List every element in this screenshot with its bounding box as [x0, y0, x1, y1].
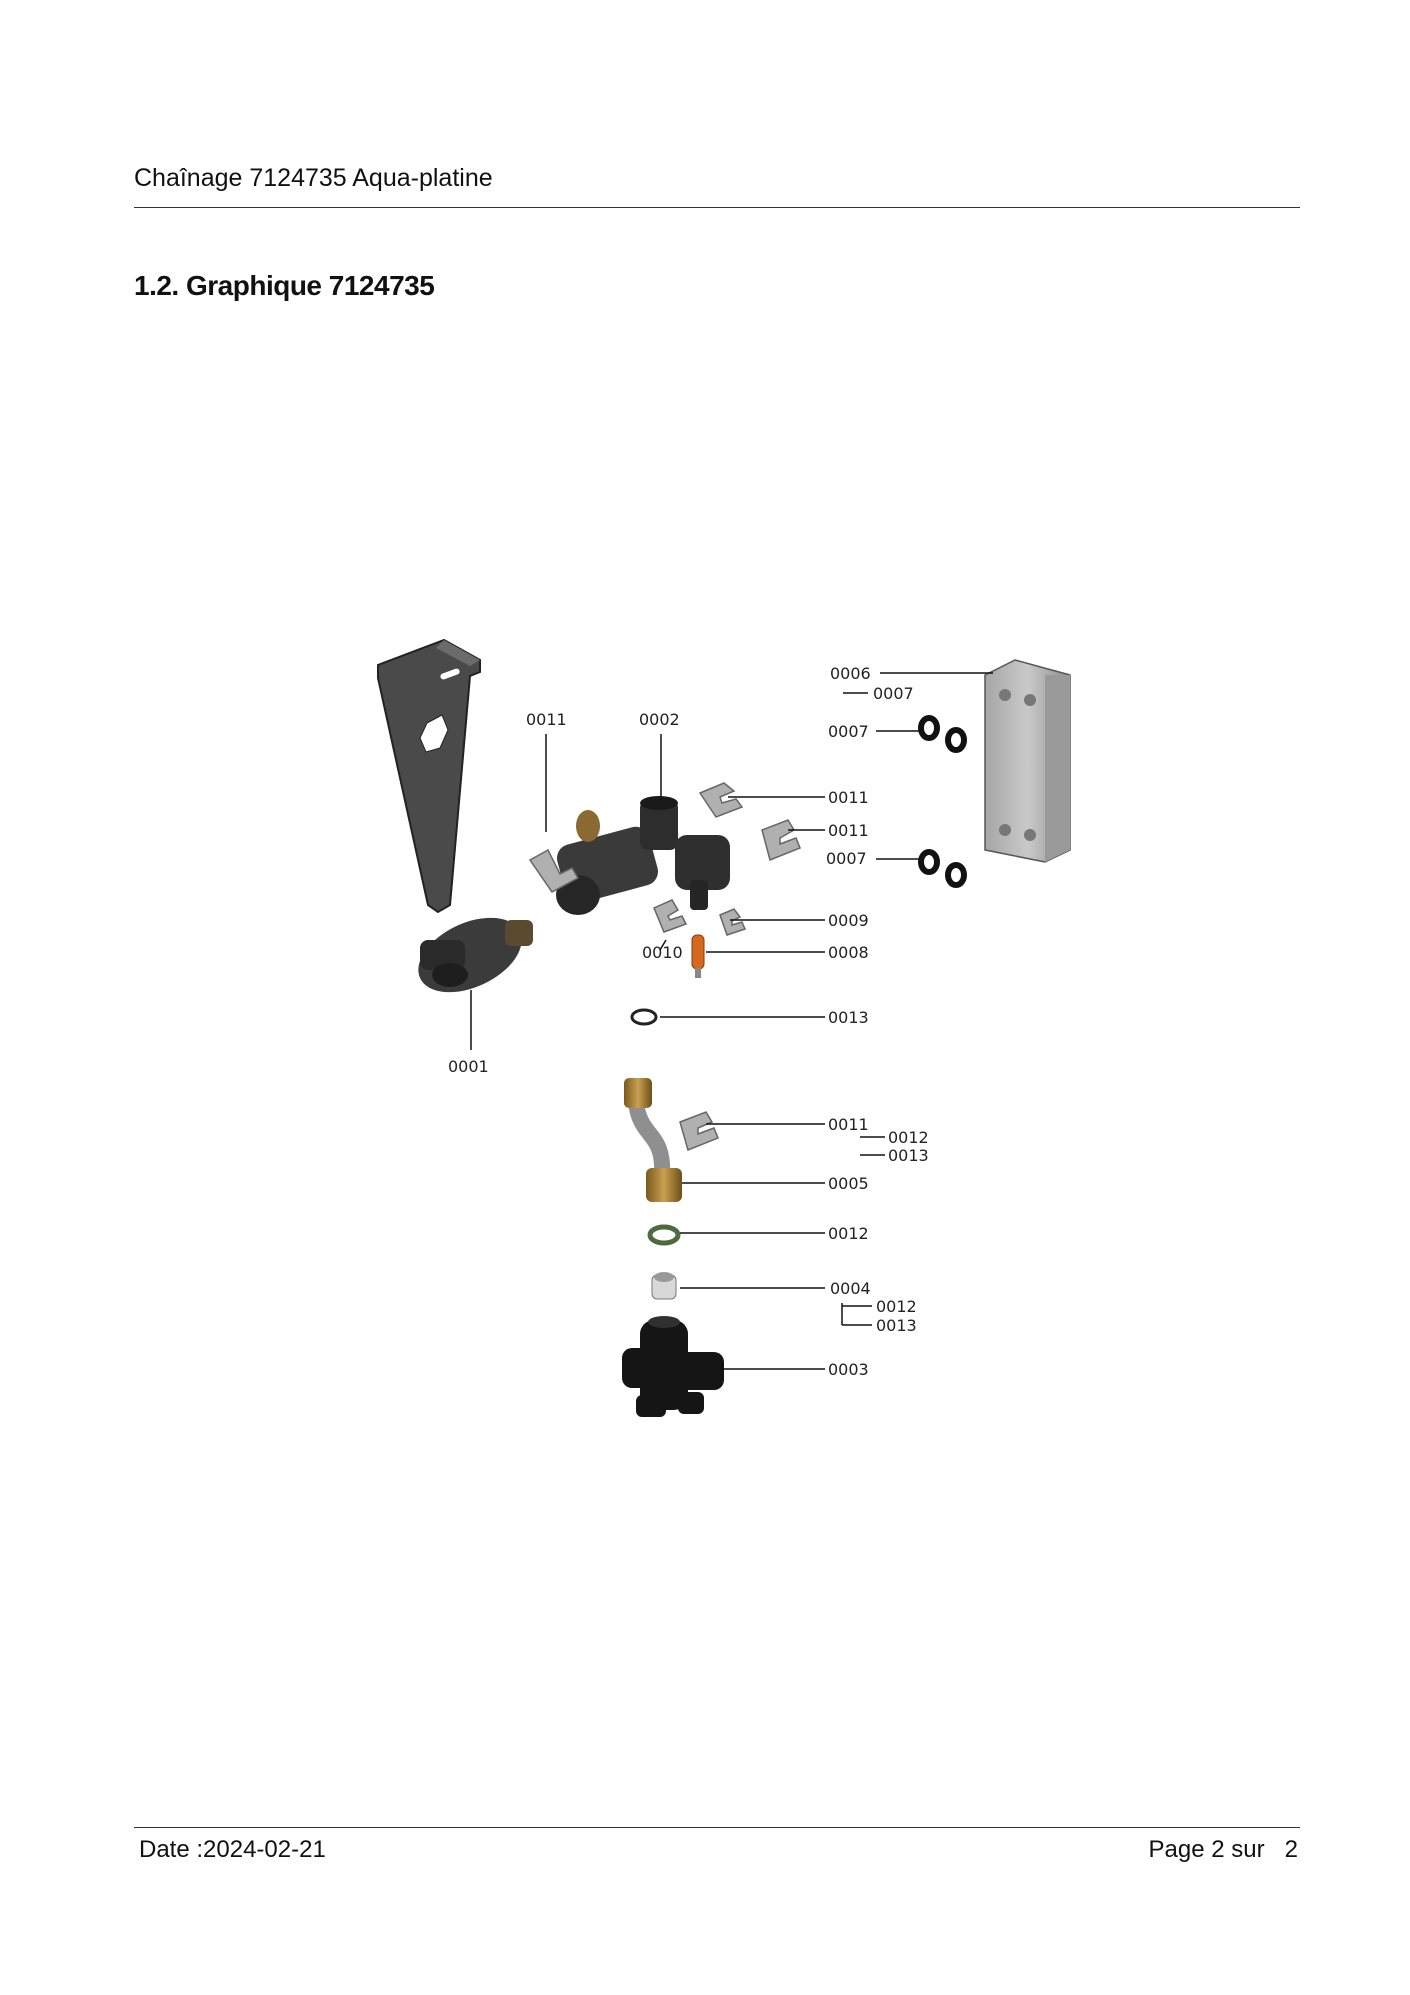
footer-rule: [134, 1827, 1300, 1828]
callout-0012-b: 0012: [828, 1224, 869, 1243]
callout-0001: 0001: [448, 1057, 489, 1076]
callout-0002: 0002: [639, 710, 680, 729]
callout-labels: 0001 0011 0002 0011 0011 0007 0009 0010 …: [448, 664, 929, 1379]
section-title: 1.2. Graphique 7124735: [134, 270, 435, 301]
part-0008-sensor: [691, 934, 705, 978]
part-0004-insert: [651, 1272, 677, 1300]
callout-0013-a: 0013: [828, 1008, 869, 1027]
header-rule: [134, 207, 1300, 208]
footer-date: Date :2024-02-21: [139, 1836, 326, 1863]
callout-0007-c: 0007: [826, 849, 867, 868]
part-0005-pipe: [624, 1078, 682, 1202]
callout-0012-a: 0012: [888, 1128, 929, 1147]
callout-0013-c: 0013: [876, 1316, 917, 1335]
part-0007-seals: [918, 715, 967, 888]
footer-page-label: Page 2 sur: [1148, 1836, 1265, 1863]
callout-0006: 0006: [830, 664, 871, 683]
callout-0003: 0003: [828, 1360, 869, 1379]
callout-0005: 0005: [828, 1174, 869, 1193]
footer-page-number: Page 2 sur 2: [1149, 1836, 1298, 1864]
callout-0013-b: 0013: [888, 1146, 929, 1165]
callout-0011-a: 0011: [526, 710, 567, 729]
part-0012-washer: [647, 1224, 681, 1246]
part-0006-plate-heat-exchanger: [984, 659, 1071, 863]
callout-0010: 0010: [642, 943, 683, 962]
part-0013-oring: [630, 1008, 658, 1026]
part-0002-hydraulic-block: [556, 796, 730, 915]
callout-0012-c: 0012: [876, 1297, 917, 1316]
callout-0004: 0004: [830, 1279, 871, 1298]
callout-0007-b: 0007: [828, 722, 869, 741]
callout-0009: 0009: [828, 911, 869, 930]
leader-lines: [470, 672, 993, 1370]
part-0003-valve-block: [622, 1316, 724, 1417]
callout-0007-a: 0007: [873, 684, 914, 703]
footer-page-total: 2: [1284, 1836, 1298, 1863]
mounting-bracket: [377, 638, 481, 914]
callout-0011-c: 0011: [828, 821, 869, 840]
callout-0011-b: 0011: [828, 788, 869, 807]
document-header-title: Chaînage 7124735 Aqua-platine: [134, 164, 493, 192]
callout-0008: 0008: [828, 943, 869, 962]
part-0001-pump: [418, 917, 533, 993]
callout-0011-d: 0011: [828, 1115, 869, 1134]
